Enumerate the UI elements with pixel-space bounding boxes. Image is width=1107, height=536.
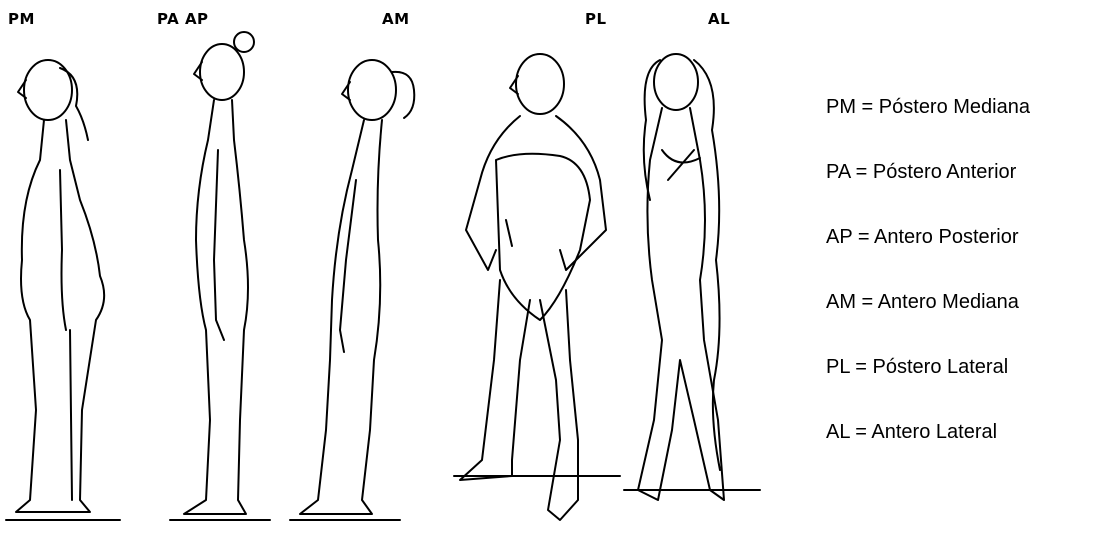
figure-al — [624, 54, 760, 500]
legend-item-al: AL = Antero Lateral — [826, 421, 1030, 443]
legend-item-am: AM = Antero Mediana — [826, 291, 1030, 313]
legend-item-pl: PL = Póstero Lateral — [826, 356, 1030, 378]
posture-figures-illustration — [0, 0, 800, 536]
abbreviation-legend: PM = Póstero Mediana PA = Póstero Anteri… — [826, 96, 1030, 486]
legend-item-pa: PA = Póstero Anterior — [826, 161, 1030, 183]
legend-item-ap: AP = Antero Posterior — [826, 226, 1030, 248]
figure-pm — [6, 60, 120, 520]
legend-item-pm: PM = Póstero Mediana — [826, 96, 1030, 118]
figure-pa-ap — [170, 32, 270, 520]
figure-pl — [454, 54, 620, 520]
figure-am — [290, 60, 414, 520]
